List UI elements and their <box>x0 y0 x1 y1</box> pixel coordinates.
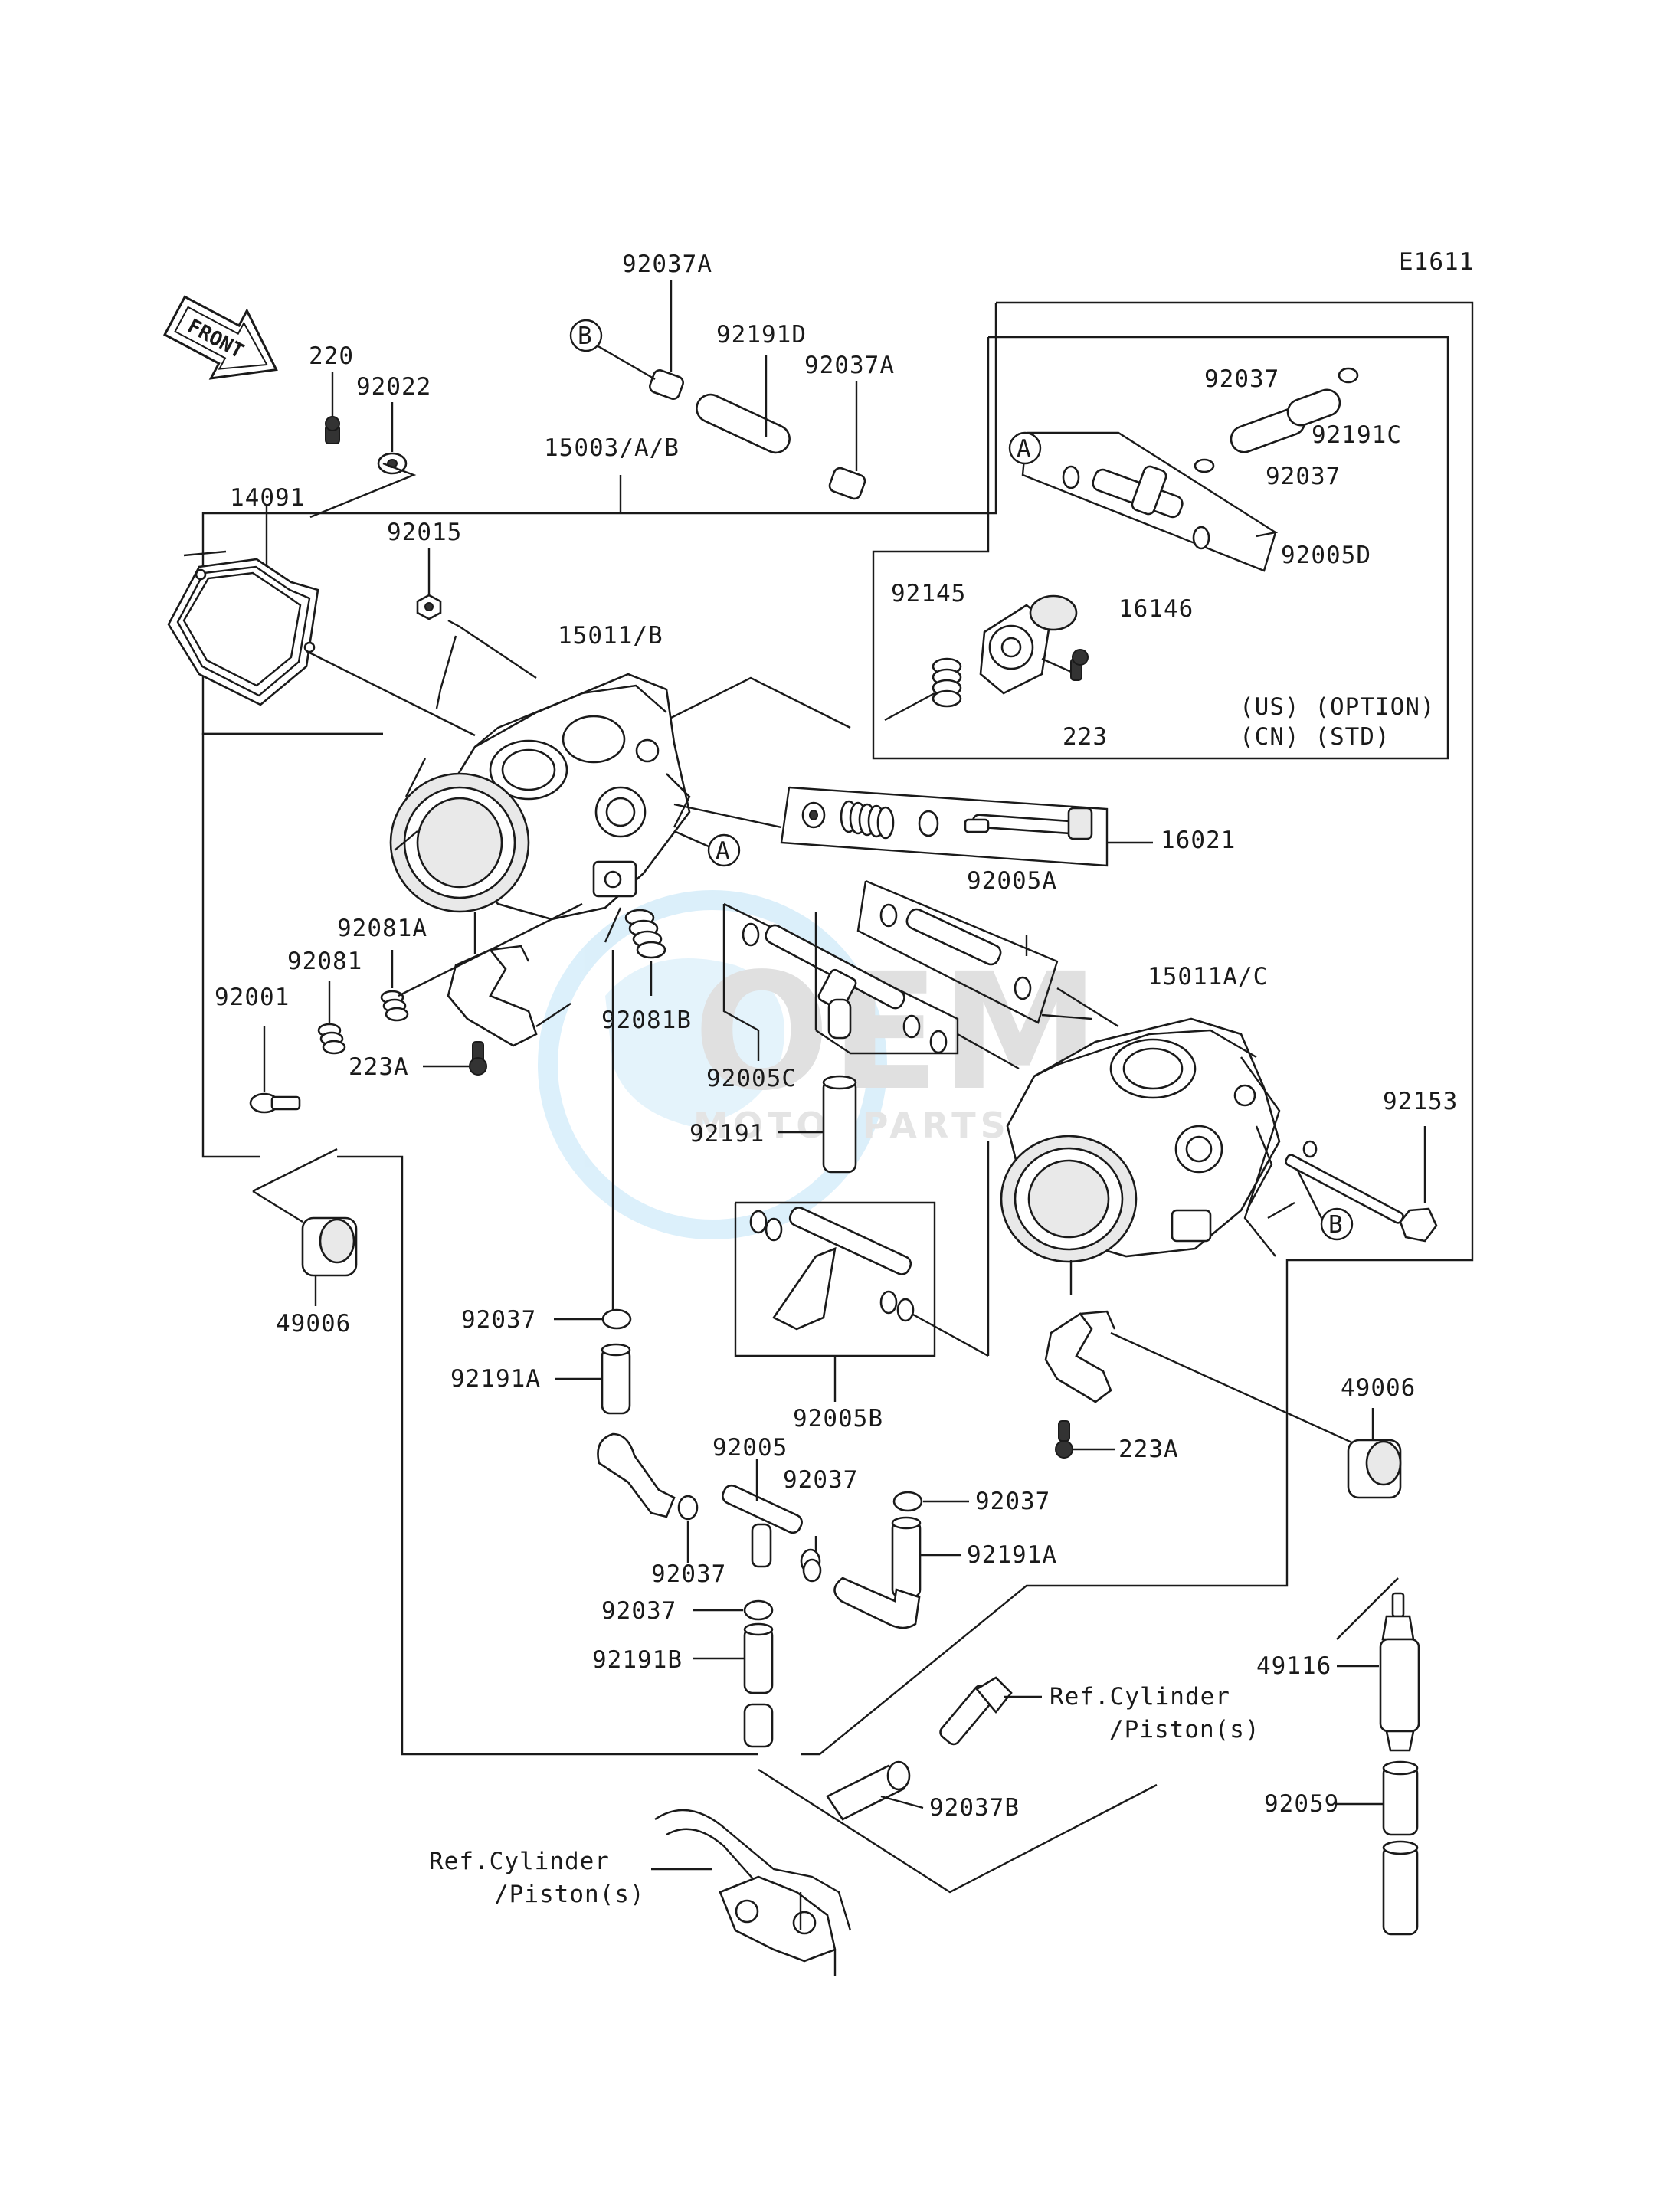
hose-chain-right <box>802 1491 969 1629</box>
label-15003: 15003/A/B <box>544 434 680 462</box>
svg-text:A: A <box>716 837 731 865</box>
hose-chain-left <box>554 950 821 1748</box>
part-labels: 92037A 92191D 92037A 220 92022 15003/A/B… <box>215 250 1458 1908</box>
diagram-code: E1611 <box>1399 248 1474 276</box>
breather-49116 <box>1336 1577 1420 1752</box>
label-92037A-2: 92037A <box>804 352 895 379</box>
label-92005C: 92005C <box>706 1065 797 1092</box>
label-92005A: 92005A <box>967 867 1057 895</box>
label-15011B: 15011/B <box>558 622 663 650</box>
callout-b-right: B <box>1293 1164 1354 1241</box>
label-ref1-line2: /Piston(s) <box>1109 1716 1260 1744</box>
label-92037-e: 92037 <box>975 1488 1050 1515</box>
label-14091: 14091 <box>230 484 305 512</box>
label-92081B: 92081B <box>601 1007 692 1034</box>
screw-92001 <box>249 1026 301 1114</box>
label-92191D: 92191D <box>716 321 807 349</box>
label-92191: 92191 <box>689 1120 765 1148</box>
option-note-line2: (CN) (STD) <box>1240 723 1390 751</box>
label-92081: 92081 <box>287 948 362 975</box>
svg-text:B: B <box>1328 1211 1344 1239</box>
bracket-right <box>1044 1310 1364 1459</box>
label-92037-d: 92037 <box>783 1466 858 1494</box>
spring-92081 <box>317 981 346 1055</box>
label-220: 220 <box>309 342 354 370</box>
hose-clip <box>1194 458 1215 473</box>
o-ring <box>1062 465 1080 489</box>
label-49116: 49116 <box>1256 1652 1331 1680</box>
label-92037-g: 92037 <box>601 1597 676 1625</box>
label-92145: 92145 <box>891 580 966 607</box>
svg-text:A: A <box>1017 435 1032 463</box>
grommet-49006-left <box>252 1148 358 1306</box>
label-92059: 92059 <box>1264 1790 1339 1818</box>
label-ref1-line1: Ref.Cylinder <box>1050 1683 1230 1711</box>
label-92015: 92015 <box>387 519 462 546</box>
grommet-49006-right <box>1347 1408 1402 1499</box>
cylinder-reference-fragment <box>651 1809 852 1976</box>
tube-92037B <box>758 1676 1158 1894</box>
spring-92145 <box>932 657 962 708</box>
cover-14091 <box>167 506 476 737</box>
option-kit <box>658 367 1359 729</box>
label-92005D: 92005D <box>1281 542 1371 569</box>
carburetor-right-15011AC <box>1000 1017 1295 1295</box>
spring-92081A <box>380 950 409 1022</box>
hose-92059 <box>1337 1760 1419 1936</box>
hose-92191D <box>696 393 791 454</box>
label-92037-a: 92037 <box>1204 365 1279 393</box>
label-15011AC: 15011A/C <box>1148 963 1268 990</box>
label-92037-f: 92037 <box>651 1560 726 1588</box>
hose-clamp-92037A-2 <box>828 467 866 500</box>
label-92005: 92005 <box>712 1434 788 1462</box>
bracket-left <box>398 902 583 1076</box>
label-92037B: 92037B <box>929 1794 1020 1822</box>
top-hoses <box>581 280 866 500</box>
carburetor-left-15011B <box>389 673 691 954</box>
spring-92081B <box>624 909 666 996</box>
label-49006-1: 49006 <box>276 1310 351 1338</box>
svg-text:B: B <box>578 323 593 350</box>
label-92001: 92001 <box>215 984 290 1011</box>
pipe-92005B <box>734 1141 990 1402</box>
label-ref2-line2: /Piston(s) <box>494 1881 645 1908</box>
label-16021: 16021 <box>1161 827 1236 854</box>
label-92037-c: 92037 <box>461 1306 536 1334</box>
label-92191A-2: 92191A <box>967 1541 1057 1569</box>
label-ref2-line1: Ref.Cylinder <box>429 1848 610 1875</box>
front-arrow-icon: FRONT <box>163 295 278 380</box>
callout-b-top: B <box>569 319 603 352</box>
label-92191B: 92191B <box>592 1646 683 1674</box>
label-92005B: 92005B <box>793 1405 883 1432</box>
callout-a-top: A <box>1008 431 1042 465</box>
label-223A-2: 223A <box>1118 1436 1179 1463</box>
callout-a-left: A <box>673 830 741 867</box>
label-92153: 92153 <box>1383 1088 1458 1115</box>
label-92081A: 92081A <box>337 915 427 942</box>
label-16146: 16146 <box>1118 595 1194 623</box>
label-223: 223 <box>1063 723 1108 751</box>
option-note-line1: (US) (OPTION) <box>1240 693 1436 721</box>
sleeve-92191 <box>822 1079 857 1174</box>
label-92037A-top: 92037A <box>622 250 712 278</box>
label-49006-2: 49006 <box>1341 1374 1416 1402</box>
label-223A-1: 223A <box>349 1053 409 1081</box>
hose-clamp-92037A <box>649 369 684 400</box>
bolt-92153 <box>1285 1126 1438 1243</box>
throttle-assembly-16021 <box>673 786 1153 867</box>
pipe-92005A <box>856 879 1119 1028</box>
watermark: OEM MOTORPARTS <box>538 890 1100 1239</box>
label-92037-b: 92037 <box>1266 463 1341 490</box>
label-92191A-1: 92191A <box>450 1365 541 1393</box>
label-92022: 92022 <box>356 373 431 401</box>
pipe-92005C <box>722 902 1020 1070</box>
label-92191C: 92191C <box>1312 421 1402 449</box>
assembly-frame <box>201 301 1474 1756</box>
